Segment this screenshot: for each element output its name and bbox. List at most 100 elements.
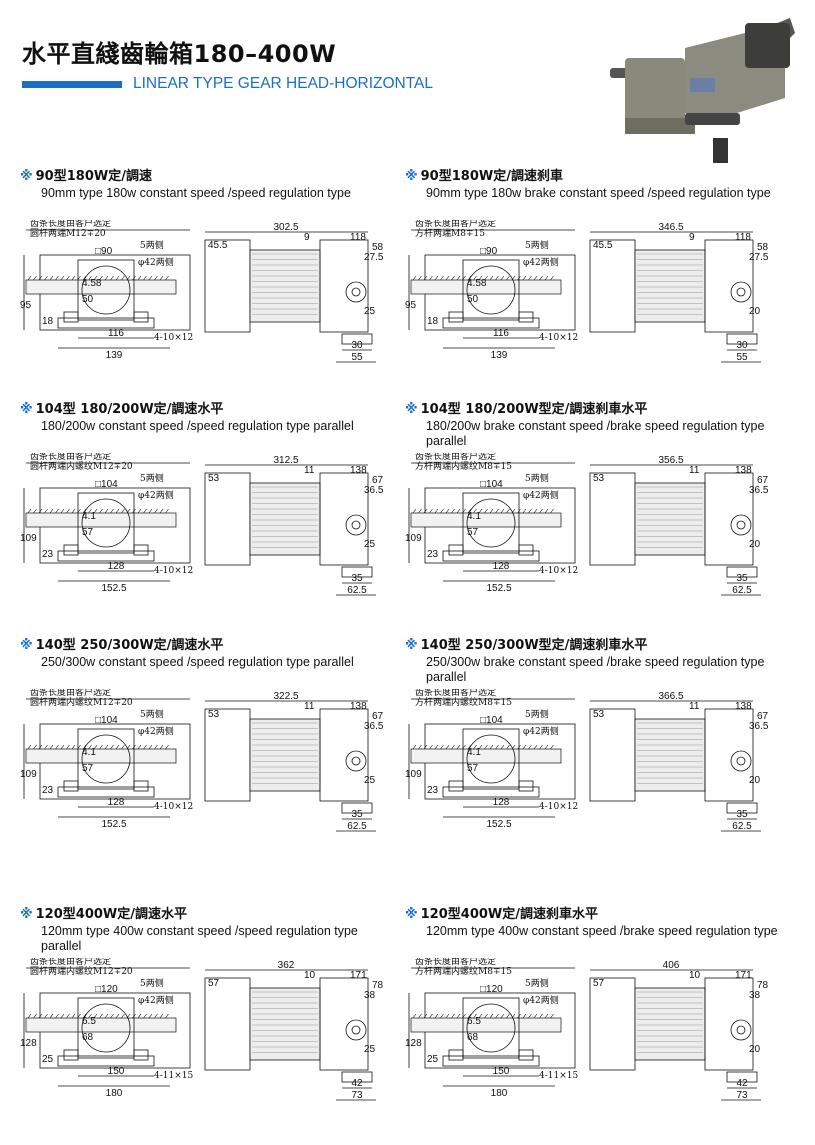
rack-tooth xyxy=(115,744,120,750)
diameter-note: φ42两侧 xyxy=(138,256,174,268)
rack-tooth xyxy=(495,744,499,750)
rack-tooth xyxy=(451,508,455,514)
rack-tooth xyxy=(467,275,472,281)
rack-tooth xyxy=(33,744,37,750)
rack-tooth xyxy=(423,744,428,750)
mount-holes-note: 4-10×12 xyxy=(154,333,193,343)
rack-tooth xyxy=(137,744,142,750)
mount-base xyxy=(57,1055,155,1067)
shaft-thread-note: 圆杆两端内螺纹M12∓20 xyxy=(30,965,133,977)
dim-pinion-pitch: 57 xyxy=(82,763,94,774)
rack-tooth xyxy=(60,508,65,514)
mount-base xyxy=(57,786,155,798)
gearhead-side xyxy=(704,472,754,566)
mount-base xyxy=(442,317,540,329)
reference-mark-icon: ※ xyxy=(20,402,33,417)
rack-tooth xyxy=(550,1013,554,1019)
dim-gearhead-width: 118 xyxy=(735,232,751,243)
dim-shaft-offset-1: 78 xyxy=(757,980,769,991)
rack-tooth xyxy=(467,1013,472,1019)
dim-pinion-pitch: 50 xyxy=(82,294,94,305)
rack-tooth xyxy=(154,744,158,750)
dim-side-foot-1: 35 xyxy=(351,573,363,584)
rack-tooth xyxy=(456,508,461,514)
rack-tooth xyxy=(489,744,494,750)
rack-tooth xyxy=(165,744,169,750)
rack-bar xyxy=(410,1017,562,1033)
section-heading: ※90型180W定/調速 xyxy=(20,169,152,184)
rack-tooth xyxy=(539,275,543,281)
mount-holes-note: 4-10×12 xyxy=(539,802,578,812)
rack-tooth xyxy=(115,1013,120,1019)
dim-left-width: 57 xyxy=(593,978,605,989)
rack-tooth xyxy=(522,275,527,281)
gearhead-side xyxy=(704,708,754,802)
shaft-thread-note: 圆杆两端M12∓20 xyxy=(30,227,106,239)
rack-tooth xyxy=(473,1013,477,1019)
motor-end-cap xyxy=(589,472,636,566)
rack-tooth xyxy=(451,1013,455,1019)
mount-foot xyxy=(63,544,79,556)
dim-shaft-offset-1: 67 xyxy=(757,475,769,486)
dim-left-width: 53 xyxy=(593,709,605,720)
rack-tooth xyxy=(473,744,477,750)
motor-end-cap xyxy=(589,977,636,1071)
dim-pinion-pitch: 68 xyxy=(82,1032,94,1043)
dim-base-length: 139 xyxy=(491,350,508,361)
dim-total-length: 366.5 xyxy=(658,691,683,702)
dim-square-size: □120 xyxy=(480,984,503,995)
side-foot xyxy=(341,566,373,578)
mount-base xyxy=(442,550,540,562)
dim-base-offset: 25 xyxy=(42,1054,54,1065)
mount-holes-note: 4-10×12 xyxy=(539,333,578,343)
dim-gearhead-width: 138 xyxy=(350,701,367,712)
dim-foot-spacing: 128 xyxy=(493,797,510,808)
diameter-note: φ42两侧 xyxy=(138,994,174,1006)
side-note: 5两侧 xyxy=(525,239,549,251)
rack-tooth xyxy=(71,275,76,281)
rack-tooth xyxy=(550,744,554,750)
rack-tooth xyxy=(38,275,43,281)
diameter-note: φ42两侧 xyxy=(523,725,559,737)
rack-tooth xyxy=(99,508,103,514)
gearbox-face xyxy=(462,259,520,321)
pinion-circle xyxy=(81,734,131,784)
rack-tooth xyxy=(440,744,444,750)
dim-base-length: 152.5 xyxy=(486,583,511,594)
rack-tooth xyxy=(165,508,169,514)
diameter-note: φ42两侧 xyxy=(523,489,559,501)
rack-tooth xyxy=(489,275,494,281)
rack-tooth xyxy=(154,275,158,281)
rack-tooth xyxy=(544,1013,549,1019)
shaft-thread-note: 圆杆两端内螺纹M12∓20 xyxy=(30,460,133,472)
side-note: 5两侧 xyxy=(525,977,549,989)
dim-gearhead-width: 138 xyxy=(735,465,752,476)
dim-square-size: □104 xyxy=(95,479,118,490)
dim-side-foot-1: 42 xyxy=(736,1078,748,1089)
rack-tooth xyxy=(440,1013,444,1019)
dim-left-width: 53 xyxy=(208,709,220,720)
dim-square-size: □104 xyxy=(480,479,503,490)
dimension-drawing: 齿条长度由客户选定圆杆两端内螺纹M12∓205两侧φ42两侧4-10×12312… xyxy=(20,453,384,596)
dim-shaft-offset-2: 36.5 xyxy=(364,721,384,732)
dim-square-size: □104 xyxy=(95,715,118,726)
dim-pinion-offset: 4.1 xyxy=(467,747,481,758)
rack-length-note: 齿条长度由客户选定 xyxy=(415,689,496,698)
rack-bar xyxy=(25,1017,177,1033)
rack-tooth xyxy=(148,744,153,750)
dim-left-width: 45.5 xyxy=(593,240,613,251)
rack-tooth xyxy=(60,1013,65,1019)
side-foot xyxy=(341,802,373,814)
rack-tooth xyxy=(66,275,70,281)
dim-height: 95 xyxy=(20,300,32,311)
section-heading: ※90型180W定/調速刹車 xyxy=(405,169,563,184)
dim-shaft-offset-1: 78 xyxy=(372,980,384,991)
rack-tooth xyxy=(533,508,538,514)
dim-key-width: 25 xyxy=(364,1044,376,1055)
rack-tooth xyxy=(429,1013,433,1019)
mount-foot xyxy=(448,311,464,323)
dim-side-foot-1: 35 xyxy=(351,809,363,820)
rack-tooth xyxy=(528,275,532,281)
mount-base xyxy=(442,1055,540,1067)
mount-holes-note: 4-11×15 xyxy=(154,1071,193,1081)
